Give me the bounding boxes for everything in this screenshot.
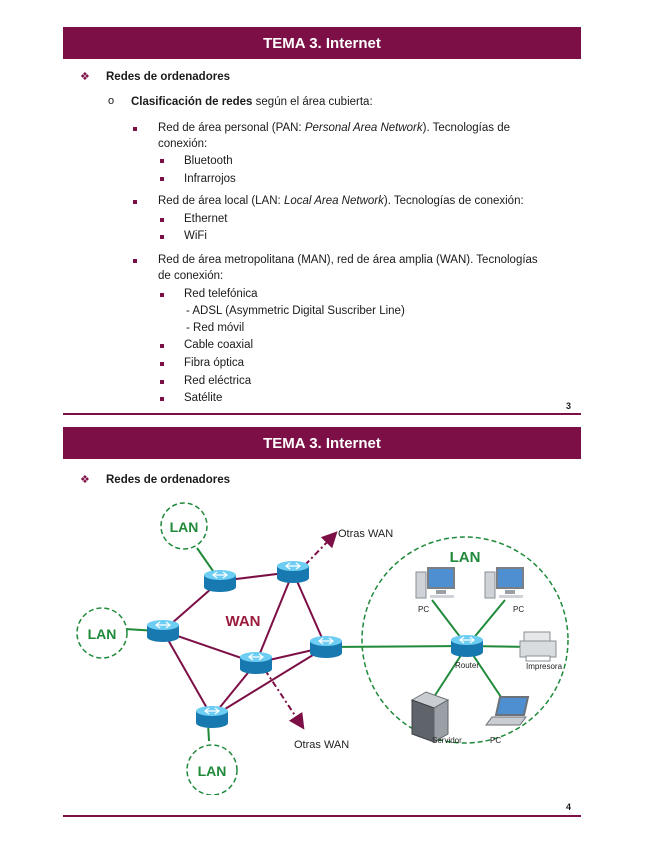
router-icon bbox=[196, 706, 228, 728]
lan-text-italic: Local Area Network bbox=[283, 195, 384, 207]
square-bullet-icon bbox=[160, 397, 164, 401]
lan-circle-top bbox=[160, 502, 208, 550]
lan-text-a: Red de área local (LAN: bbox=[158, 195, 284, 207]
slide2-title: TEMA 3. Internet bbox=[63, 427, 581, 459]
router-label: Router bbox=[455, 661, 479, 670]
lan-item: Ethernet bbox=[184, 213, 228, 225]
router-icon bbox=[277, 561, 309, 583]
man-item: Fibra óptica bbox=[184, 357, 245, 369]
classification-line: Clasificación de redes según el área cub… bbox=[131, 94, 373, 110]
square-bullet-icon bbox=[133, 200, 137, 204]
pan-text-b: ). Tecnologías de bbox=[422, 122, 511, 134]
classification-rest: según el área cubierta: bbox=[252, 96, 373, 108]
otras-wan-label-bottom: Otras WAN bbox=[294, 739, 349, 751]
pan-line1: Red de área personal (PAN: Personal Area… bbox=[158, 120, 510, 136]
man-line2: de conexión: bbox=[158, 270, 224, 282]
man-item: Cable coaxial bbox=[184, 339, 254, 351]
printer-icon bbox=[519, 631, 557, 662]
laptop-icon bbox=[485, 696, 530, 726]
square-bullet-icon bbox=[133, 127, 137, 131]
server-label: Servidor bbox=[432, 736, 462, 745]
classification-bold: Clasificación de redes bbox=[131, 96, 253, 108]
square-bullet-icon bbox=[133, 259, 137, 263]
otras-wan-label-top: Otras WAN bbox=[338, 528, 393, 540]
pan-text-italic: Personal Area Network bbox=[304, 122, 423, 134]
square-bullet-icon bbox=[160, 362, 164, 366]
page-number: 3 bbox=[566, 401, 572, 411]
pan-item: Infrarrojos bbox=[184, 173, 236, 185]
lan-label-big: LAN bbox=[450, 549, 481, 566]
pc-label: PC bbox=[418, 605, 429, 614]
lan-circle-left bbox=[76, 607, 128, 659]
square-bullet-icon bbox=[160, 293, 164, 297]
wan-links bbox=[162, 571, 327, 718]
lan-item: WiFi bbox=[184, 230, 207, 242]
square-bullet-icon bbox=[160, 159, 164, 163]
lan-circle-bottom bbox=[186, 744, 238, 795]
arrow-otras-wan-bottom bbox=[264, 669, 305, 730]
router-icon bbox=[451, 635, 483, 657]
man-sub-item: - Red móvil bbox=[186, 322, 245, 334]
man-item: Satélite bbox=[184, 392, 223, 404]
desktop-pc-icon bbox=[484, 567, 524, 599]
server-icon bbox=[410, 691, 450, 743]
diamond-bullet-icon: ❖ bbox=[80, 71, 90, 83]
router-icon bbox=[204, 570, 236, 592]
network-diagram: LAN LAN LAN LAN WAN Otras WAN Otras WAN bbox=[76, 502, 569, 795]
lan-label-bottom: LAN bbox=[198, 763, 227, 779]
pan-item: Bluetooth bbox=[184, 155, 233, 167]
slide1-title: TEMA 3. Internet bbox=[63, 27, 581, 59]
lan-line: Red de área local (LAN: Local Area Netwo… bbox=[158, 193, 524, 209]
lan-label-left: LAN bbox=[88, 626, 117, 642]
page-number: 4 bbox=[566, 802, 572, 812]
square-bullet-icon bbox=[160, 218, 164, 222]
lan-label-top: LAN bbox=[170, 519, 199, 535]
router-icon bbox=[240, 652, 272, 674]
router-icon bbox=[147, 620, 179, 642]
square-bullet-icon bbox=[160, 380, 164, 384]
man-item-phone: Red telefónica bbox=[184, 288, 258, 300]
slide-divider bbox=[63, 815, 581, 817]
square-bullet-icon bbox=[160, 235, 164, 239]
printer-label: Impresora bbox=[526, 662, 563, 671]
slide1-section-heading: Redes de ordenadores bbox=[106, 71, 230, 83]
lan-text-b: ). Tecnologías de conexión: bbox=[383, 195, 524, 207]
square-bullet-icon bbox=[160, 344, 164, 348]
desktop-pc-icon bbox=[415, 567, 455, 599]
pan-line2: conexión: bbox=[158, 138, 208, 150]
wan-label: WAN bbox=[226, 613, 261, 630]
router-icon bbox=[310, 636, 342, 658]
pan-text-a: Red de área personal (PAN: bbox=[158, 122, 305, 134]
laptop-label: PC bbox=[490, 736, 501, 745]
diamond-bullet-icon: ❖ bbox=[80, 474, 90, 486]
man-item: Red eléctrica bbox=[184, 375, 252, 387]
arrow-otras-wan-top bbox=[304, 531, 338, 566]
square-bullet-icon bbox=[160, 177, 164, 181]
man-sub-item: - ADSL (Asymmetric Digital Suscriber Lin… bbox=[186, 305, 405, 317]
lan-circle-big bbox=[361, 536, 569, 744]
man-line1: Red de área metropolitana (MAN), red de … bbox=[158, 254, 538, 266]
slide2-section-heading: Redes de ordenadores bbox=[106, 474, 230, 486]
slide-divider bbox=[63, 413, 581, 415]
pc-label: PC bbox=[513, 605, 524, 614]
circle-bullet-icon: o bbox=[108, 95, 115, 107]
